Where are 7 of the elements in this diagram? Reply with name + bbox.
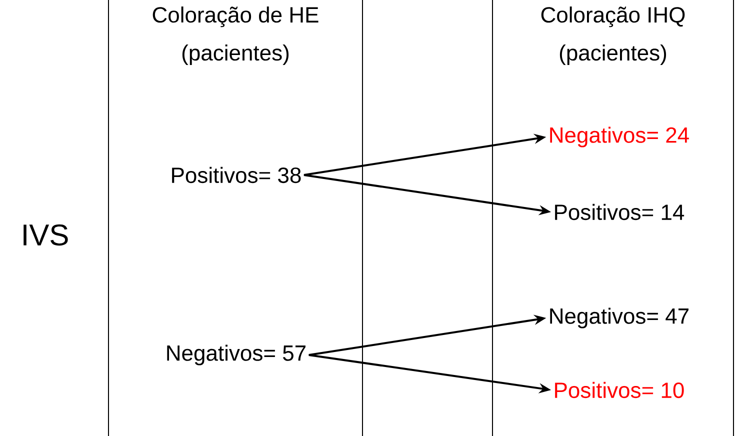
count-text: Positivos= 14: [555, 204, 684, 220]
count-text: Negativos= 47: [550, 308, 688, 328]
count-text: Negativos= 24: [550, 126, 689, 148]
count-text: Negativos= 57: [167, 344, 306, 366]
count-text: Positivos= 38: [172, 166, 301, 184]
row-label: IVS: [24, 224, 68, 246]
count-text: Positivos= 10: [555, 382, 684, 398]
